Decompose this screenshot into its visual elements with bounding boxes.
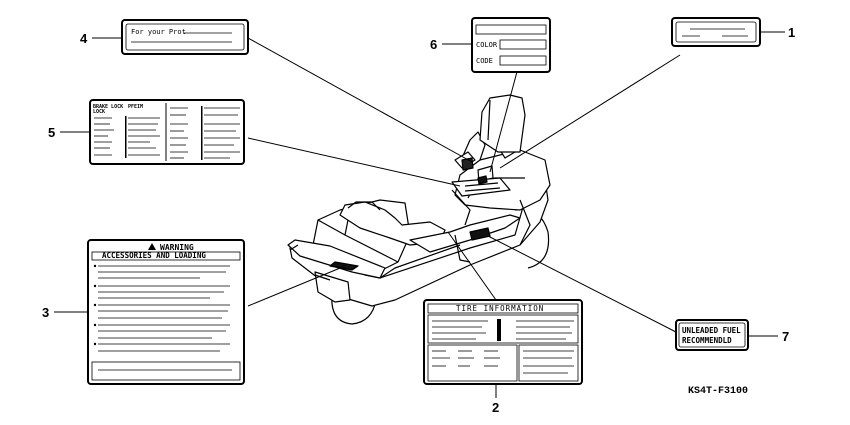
label-7-line-2: RECOMMENDLD	[682, 336, 732, 345]
label-2-title: TIRE INFORMATION	[456, 304, 544, 313]
label-2-box: TIRE INFORMATION	[423, 299, 583, 385]
label-7-box: UNLEADED FUEL RECOMMENDLD	[675, 319, 749, 351]
label-4-text: For your Prot	[131, 28, 186, 36]
label-6-code-text: CODE	[476, 57, 493, 65]
label-3-box: WARNING ACCESSORIES AND LOADING	[87, 239, 245, 385]
callout-6: 6	[430, 37, 437, 52]
callout-4: 4	[80, 31, 88, 46]
scooter-illustration	[287, 94, 551, 325]
callout-7: 7	[782, 329, 789, 344]
callout-3: 3	[42, 305, 49, 320]
label-5-header-3: PFEIM	[128, 104, 143, 110]
label-5-box: BRAKE LOCK LOCK PFEIM	[89, 99, 245, 165]
leader-lines	[54, 31, 785, 398]
label-3-subtitle: ACCESSORIES AND LOADING	[102, 251, 206, 260]
label-5-header-2: LOCK	[93, 109, 105, 115]
part-code: KS4T-F3100	[688, 386, 749, 397]
label-1-box	[671, 17, 761, 47]
warning-triangle-icon	[148, 243, 156, 250]
label-4-box: For your Prot	[121, 19, 249, 55]
callout-1: 1	[788, 25, 795, 40]
label-6-color-text: COLOR	[476, 41, 498, 49]
callout-5: 5	[48, 125, 55, 140]
label-7-line-1: UNLEADED FUEL	[682, 326, 741, 335]
callout-2: 2	[492, 400, 499, 415]
label-6-box: COLOR CODE	[471, 17, 551, 73]
label-5-header: BRAKE LOCK	[93, 104, 123, 110]
label-3-warning-title: WARNING	[160, 243, 194, 252]
